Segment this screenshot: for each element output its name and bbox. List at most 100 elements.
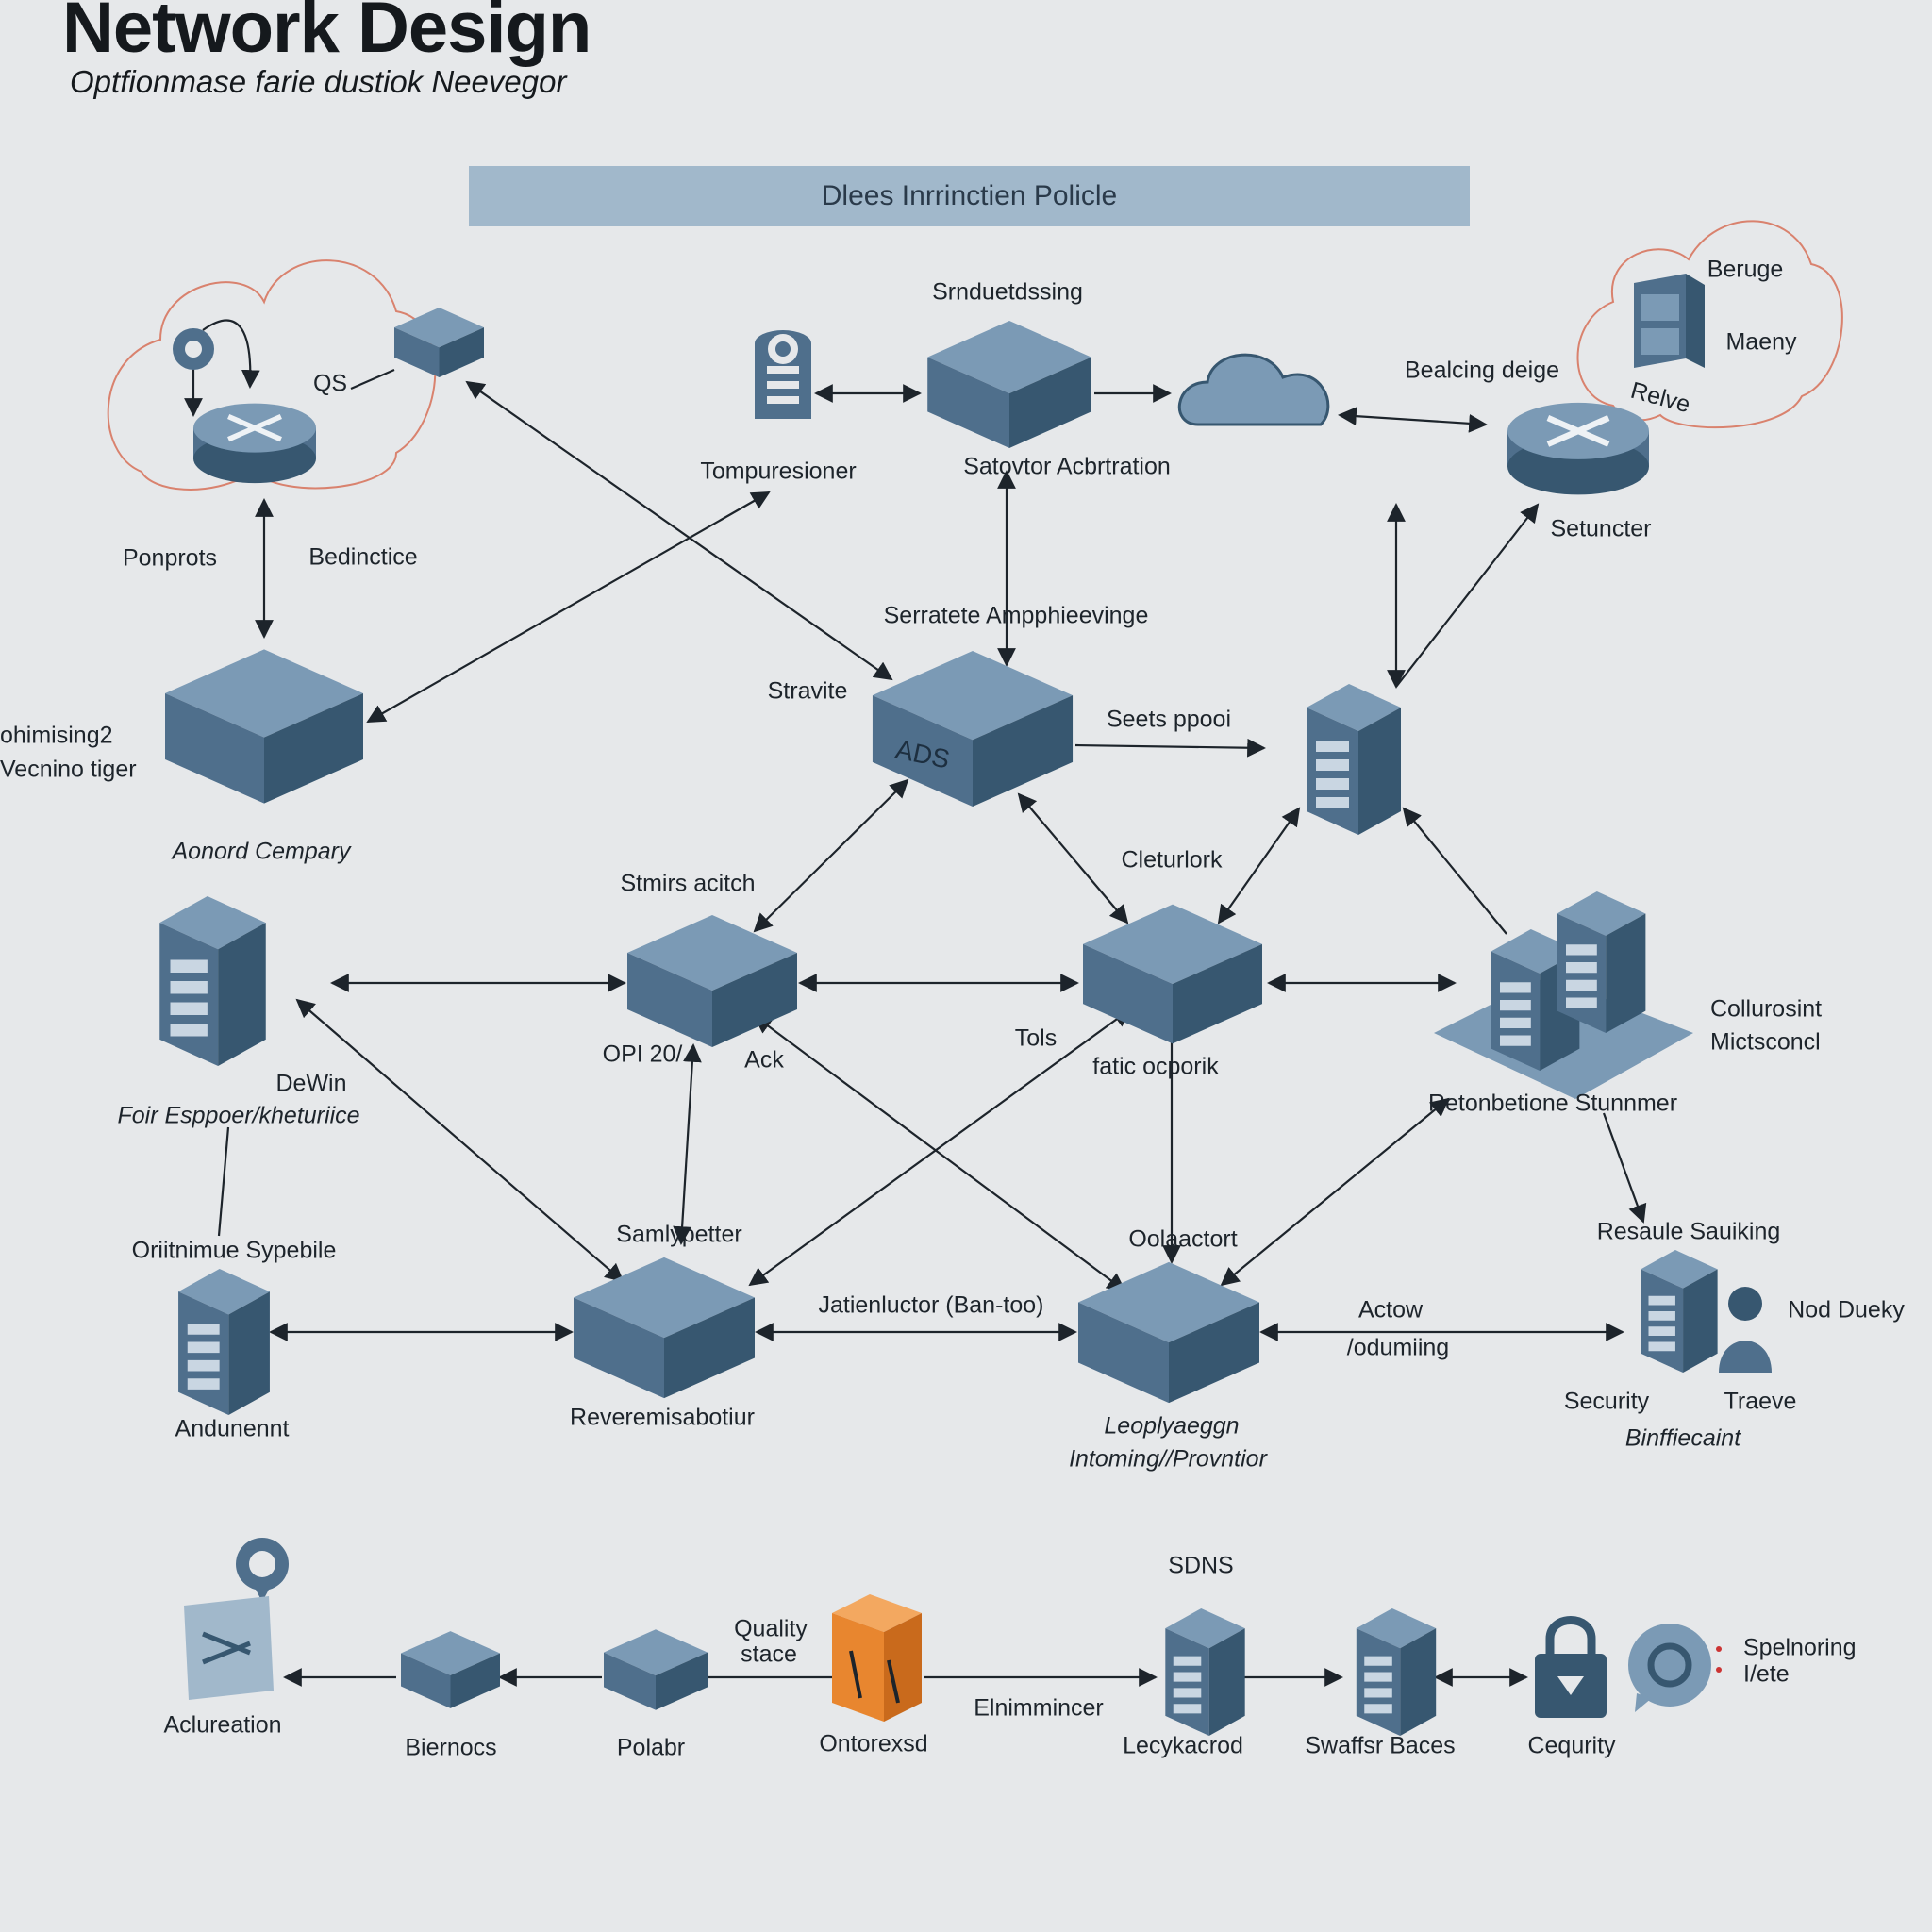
switch-top-icon[interactable] bbox=[927, 321, 1091, 448]
user-shield-icon bbox=[1719, 1287, 1772, 1373]
label-intoming: Intoming//Provntior bbox=[1069, 1445, 1267, 1473]
activation-panel-icon[interactable] bbox=[184, 1596, 274, 1700]
server-tower-small-icon[interactable] bbox=[755, 330, 811, 419]
gear-icon bbox=[173, 328, 214, 370]
label-colluresint-2: Mictsconcl bbox=[1710, 1028, 1821, 1056]
link bbox=[1217, 807, 1301, 924]
label-satovtor: Satovtor Acbrtration bbox=[963, 453, 1171, 480]
router-right-icon[interactable] bbox=[1507, 403, 1649, 495]
switch-bottom-left-icon[interactable] bbox=[574, 1257, 755, 1399]
label-stravite: Stravite bbox=[767, 677, 848, 705]
firewall-block-icon[interactable] bbox=[165, 649, 363, 804]
rack-unit-left-icon[interactable] bbox=[1165, 1608, 1245, 1736]
label-spelnoring-1: Spelnoring bbox=[1743, 1634, 1857, 1661]
label-ontorexsd: Ontorexsd bbox=[819, 1730, 928, 1757]
link bbox=[295, 998, 625, 1283]
label-colluresint-1: Collurosint bbox=[1710, 995, 1823, 1023]
server-rack-left-icon[interactable] bbox=[159, 896, 266, 1066]
label-ack: Ack bbox=[744, 1046, 784, 1074]
server-cluster-icon[interactable] bbox=[1434, 891, 1693, 1099]
label-foir: Foir Esppoer/kheturiice bbox=[117, 1102, 360, 1129]
label-aonord-cempary: Aonord Cempary bbox=[172, 838, 351, 865]
label-beruge: Beruge bbox=[1707, 256, 1784, 283]
label-bealcing: Bealcing deige bbox=[1404, 357, 1560, 384]
label-quality-1: Quality bbox=[734, 1615, 808, 1642]
quality-device-orange-icon[interactable] bbox=[832, 1594, 922, 1722]
policy-banner: Dlees Inrrinctien Policle bbox=[469, 166, 1470, 226]
cloud-icon[interactable] bbox=[1177, 353, 1330, 426]
archive-box-icon[interactable] bbox=[401, 1631, 500, 1708]
label-oolaactort: Oolaactort bbox=[1128, 1225, 1238, 1253]
label-security: Security bbox=[1563, 1388, 1650, 1415]
label-quality-2: stace bbox=[741, 1641, 797, 1668]
label-binfiecaint: Binffiecaint bbox=[1624, 1424, 1741, 1452]
label-maeny: Maeny bbox=[1725, 328, 1797, 356]
label-jatienluctor: Jatienluctor (Ban-too) bbox=[818, 1291, 1044, 1319]
label-retonbetione: Retonbetione Stunnmer bbox=[1427, 1090, 1678, 1117]
sync-bubble-icon[interactable] bbox=[1628, 1624, 1711, 1712]
label-cleturlork: Cleturlork bbox=[1121, 846, 1223, 874]
link bbox=[1017, 792, 1129, 924]
label-optimising-1: ohimising2 bbox=[0, 722, 113, 749]
router-qos-icon[interactable] bbox=[193, 404, 316, 483]
policy-banner-text: Dlees Inrrinctien Policle bbox=[821, 180, 1118, 211]
label-cequrity: Cequrity bbox=[1527, 1732, 1616, 1759]
rack-cloud-icon[interactable] bbox=[1634, 274, 1705, 368]
cloud-outline-right bbox=[1576, 220, 1843, 429]
switch-bottom-right-icon[interactable] bbox=[1078, 1261, 1259, 1404]
label-traeve: Traeve bbox=[1724, 1388, 1797, 1415]
link bbox=[1602, 1112, 1647, 1224]
server-small-icon[interactable] bbox=[178, 1269, 270, 1415]
link bbox=[673, 1043, 702, 1245]
lock-icon[interactable] bbox=[1535, 1616, 1607, 1719]
page-subtitle: Optfionmase farie dustiok Neevegor bbox=[70, 64, 567, 99]
label-serratete: Serratete Ampphieevinge bbox=[883, 602, 1149, 629]
label-aclureation: Aclureation bbox=[163, 1711, 282, 1739]
server-security-icon[interactable] bbox=[1641, 1250, 1718, 1373]
link bbox=[748, 1008, 1132, 1287]
label-samly: Samlypetter bbox=[616, 1221, 742, 1248]
label-resaule: Resaule Sauiking bbox=[1596, 1218, 1781, 1245]
datacenter-tower-icon[interactable] bbox=[1307, 684, 1401, 835]
link bbox=[1395, 503, 1540, 688]
label-seets-ppooi: Seets ppooi bbox=[1106, 706, 1232, 733]
label-elnimmincer: Elnimmincer bbox=[974, 1694, 1104, 1722]
link bbox=[1074, 738, 1266, 758]
rack-unit-right-icon[interactable] bbox=[1356, 1608, 1437, 1736]
link bbox=[753, 1014, 1126, 1292]
label-sternis: Stmirs acitch bbox=[620, 870, 756, 897]
status-dot bbox=[1716, 1646, 1722, 1652]
label-biernocs: Biernocs bbox=[405, 1734, 497, 1761]
label-qs: QS bbox=[312, 370, 348, 397]
label-optimising-2: Vecnino tiger bbox=[0, 756, 137, 783]
label-oriitnimue: Oriitnimue Sypebile bbox=[131, 1237, 337, 1264]
label-lecykacrod: Lecykacrod bbox=[1123, 1732, 1243, 1759]
label-swaffsr: Swaffsr Baces bbox=[1305, 1732, 1456, 1759]
label-polabr: Polabr bbox=[616, 1734, 686, 1761]
label-srnduetdssing: Srnduetdssing bbox=[932, 278, 1083, 306]
label-setuncter: Setuncter bbox=[1550, 515, 1652, 542]
connections bbox=[184, 319, 1647, 1687]
link bbox=[753, 778, 909, 933]
label-tols: Tols bbox=[1014, 1024, 1058, 1052]
label-actow-1: Actow bbox=[1357, 1296, 1424, 1324]
label-opi: OPI 20/ bbox=[602, 1041, 683, 1068]
label-tompuresioner: Tompuresioner bbox=[700, 458, 857, 485]
link bbox=[1220, 1097, 1450, 1287]
check-box-icon[interactable] bbox=[604, 1629, 708, 1710]
link bbox=[1338, 407, 1488, 433]
status-dot bbox=[1716, 1667, 1722, 1673]
label-leoply: Leoplyaeggn bbox=[1104, 1412, 1240, 1440]
chat-icon[interactable] bbox=[236, 1538, 289, 1602]
page-title: Network Design bbox=[62, 0, 591, 68]
label-ponprots: Ponprots bbox=[122, 544, 218, 572]
link bbox=[350, 368, 395, 391]
link bbox=[202, 319, 260, 389]
label-fatic: fatic ocporik bbox=[1092, 1053, 1219, 1080]
label-nod-dueky: Nod Dueky bbox=[1788, 1296, 1905, 1324]
link bbox=[366, 491, 771, 723]
label-actow-2: /odumiing bbox=[1346, 1334, 1450, 1361]
ads-switch-icon[interactable] bbox=[872, 651, 1074, 807]
link bbox=[217, 1126, 230, 1237]
box-icon[interactable] bbox=[394, 308, 484, 377]
